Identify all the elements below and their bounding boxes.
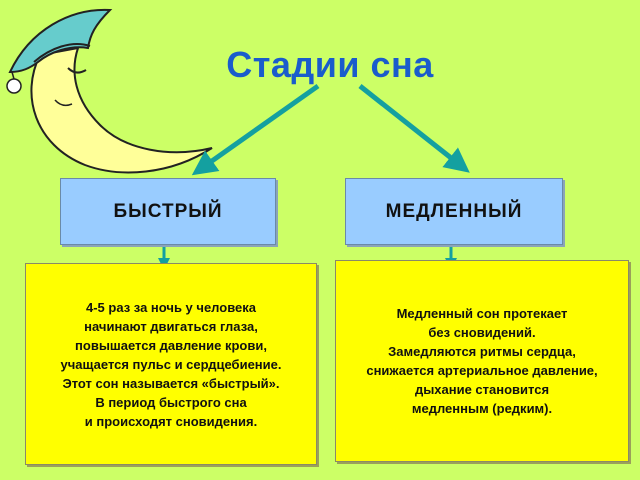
description-line: В период быстрого сна xyxy=(95,394,247,410)
arrow-to-slow xyxy=(358,84,470,173)
arrow-to-fast xyxy=(191,83,320,176)
description-line: Этот сон называется «быстрый». xyxy=(62,375,280,391)
diagram-title: Стадии сна xyxy=(226,44,434,85)
sleeping-moon-icon xyxy=(30,46,213,174)
fast-sleep-description: 4-5 раз за ночь у человека начинают двиг… xyxy=(25,263,317,465)
description-line: дыхание становится xyxy=(414,382,550,397)
description-line: снижается артериальное давление, xyxy=(366,363,598,378)
stage-fast-box: БЫСТРЫЙ xyxy=(60,178,276,245)
slow-sleep-description: Медленный сон протекает без сновидений. … xyxy=(335,260,629,462)
nightcap-icon xyxy=(6,8,113,94)
stage-fast-label: БЫСТРЫЙ xyxy=(113,200,223,222)
stage-slow-box: МЕДЛЕННЫЙ xyxy=(345,178,563,245)
description-line: без сновидений. xyxy=(428,325,536,340)
description-line: и происходят сновидения. xyxy=(84,413,258,429)
description-line: учащается пульс и сердцебиение. xyxy=(60,356,282,372)
description-line: медленным (редким). xyxy=(411,401,553,416)
description-line: 4-5 раз за ночь у человека xyxy=(86,299,256,315)
description-line: Замедляются ритмы сердца, xyxy=(388,344,576,359)
stage-slow-label: МЕДЛЕННЫЙ xyxy=(385,200,523,222)
description-line: повышается давление крови, xyxy=(75,337,267,353)
description-line: начинают двигаться глаза, xyxy=(84,318,258,334)
description-line: Медленный сон протекает xyxy=(396,306,568,321)
